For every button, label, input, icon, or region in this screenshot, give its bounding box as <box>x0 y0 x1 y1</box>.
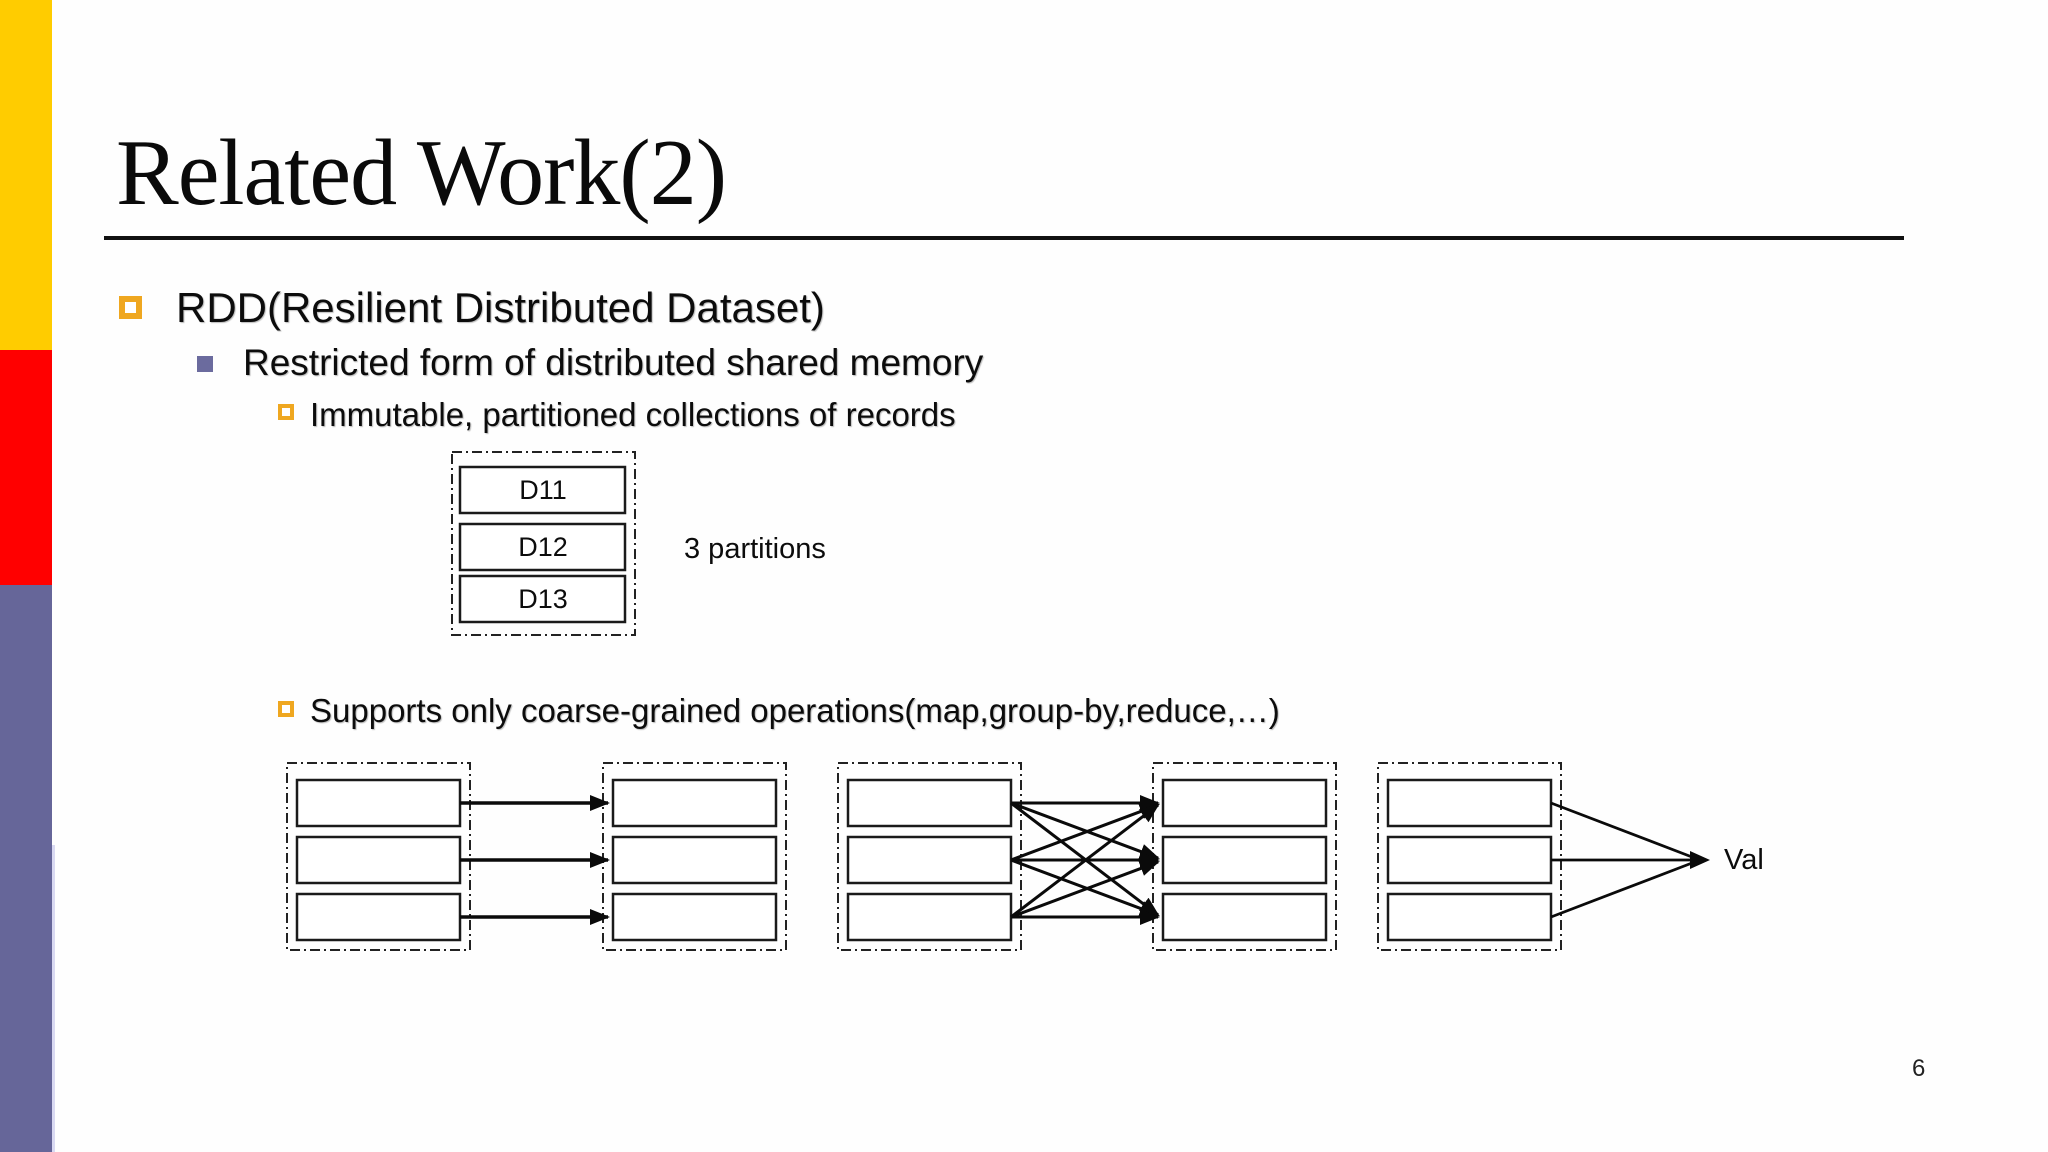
partition-box-label: D13 <box>518 584 568 614</box>
rdd-group-border <box>286 762 471 951</box>
rdd-box <box>1386 778 1553 828</box>
page-number: 6 <box>1912 1055 1926 1082</box>
operations-diagram: Val <box>286 762 1764 951</box>
bullet-restricted-text: Restricted form of distributed shared me… <box>243 342 984 383</box>
rdd-box <box>846 892 1013 942</box>
partition-group-border <box>451 451 636 636</box>
rdd-box <box>846 778 1013 828</box>
val-label: Val <box>1724 844 1764 876</box>
accent-bar-edge-line <box>52 845 55 1152</box>
reduce-arrows <box>1550 801 1693 919</box>
rdd-box <box>611 835 778 885</box>
rdd-box <box>295 835 462 885</box>
partitions-count-label: 3 partitions <box>684 533 826 565</box>
bullet-immutable-text: Immutable, partitioned collections of re… <box>310 396 956 433</box>
map-arrows <box>460 795 610 925</box>
shuffle-arrow <box>1010 860 1160 919</box>
accent-bar-red <box>0 350 52 585</box>
rdd-group-border <box>1377 762 1562 951</box>
bullet-square-hollow-icon <box>119 296 142 319</box>
arrowhead <box>1690 851 1710 869</box>
accent-bar-yellow <box>0 0 52 350</box>
bullet-square-hollow-icon <box>278 701 294 717</box>
rdd-boxes <box>295 778 1553 942</box>
rdd-box <box>846 835 1013 885</box>
shuffle-arrows <box>1010 795 1160 925</box>
page-title: Related Work(2) <box>116 121 727 225</box>
rdd-box <box>295 892 462 942</box>
partition-box-label: D11 <box>519 475 567 505</box>
rdd-box <box>1161 778 1328 828</box>
rdd-box <box>1161 892 1328 942</box>
partition-box <box>458 465 627 515</box>
rdd-box <box>1161 835 1328 885</box>
reduce-arrow <box>1550 861 1693 919</box>
bullet-square-filled-icon <box>197 356 213 372</box>
partition-box <box>458 522 627 572</box>
shuffle-arrow <box>1010 803 1160 919</box>
shuffle-arrow <box>1010 803 1160 862</box>
rdd-box <box>611 892 778 942</box>
rdd-box <box>295 778 462 828</box>
shuffle-arrow <box>1010 858 1160 917</box>
reduce-arrow <box>1550 801 1693 859</box>
rdd-box <box>611 778 778 828</box>
partition-box-label: D12 <box>518 532 568 562</box>
rdd-box <box>1386 892 1553 942</box>
bullet-square-hollow-icon <box>278 404 294 420</box>
partition-diagram: D11 D12 D13 3 partitions <box>451 451 826 636</box>
rdd-group-border <box>837 762 1022 951</box>
bullet-supports-text: Supports only coarse-grained operations(… <box>310 692 1280 729</box>
partition-box <box>458 574 627 624</box>
accent-bar-purple <box>0 585 52 1152</box>
rdd-box <box>1386 835 1553 885</box>
title-underline <box>104 236 1904 240</box>
shuffle-arrow <box>1010 801 1160 860</box>
bullet-rdd-text: RDD(Resilient Distributed Dataset) <box>176 284 825 331</box>
